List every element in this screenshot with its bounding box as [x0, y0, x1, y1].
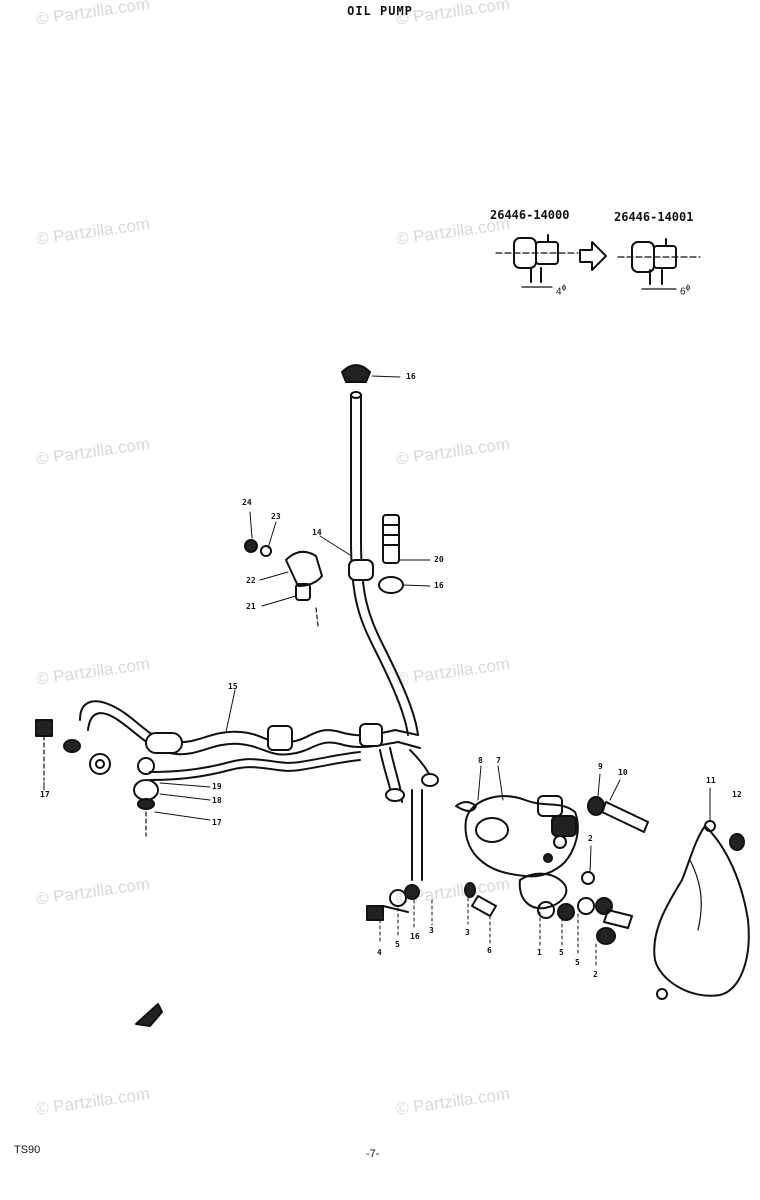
model-label: TS90 — [14, 1144, 41, 1156]
callout-16: 16 — [406, 372, 416, 381]
callout-16: 16 — [410, 932, 420, 941]
callout-2: 2 — [588, 834, 593, 843]
callout-12: 12 — [732, 790, 742, 799]
oil-line-vertical — [348, 391, 419, 736]
new-part-number: 26446-14001 — [614, 210, 694, 224]
callout-14: 14 — [312, 528, 322, 537]
callout-17: 17 — [40, 790, 50, 799]
callout-4: 4 — [377, 948, 382, 957]
callout-11: 11 — [706, 776, 716, 785]
callout-1: 1 — [537, 948, 542, 957]
callout-2: 2 — [593, 970, 598, 979]
callout-5: 5 — [559, 948, 564, 957]
callout-5: 5 — [575, 958, 580, 967]
arrow-icon — [579, 241, 607, 271]
new-part-dimension: 6ϕ — [680, 282, 691, 298]
pump-bolt — [587, 796, 649, 833]
callout-10: 10 — [618, 768, 628, 777]
page-number: -7- — [366, 1148, 380, 1160]
callout-15: 15 — [228, 682, 238, 691]
callout-3: 3 — [465, 928, 470, 937]
callout-22: 22 — [246, 576, 256, 585]
old-part-dimension: 4ϕ — [556, 282, 567, 298]
leader-lines — [43, 375, 711, 967]
callout-5: 5 — [395, 940, 400, 949]
front-direction-arrow-icon — [135, 1003, 163, 1027]
callout-3: 3 — [429, 926, 434, 935]
callout-24: 24 — [242, 498, 252, 507]
banjo-bolt — [378, 514, 404, 594]
callout-9: 9 — [598, 762, 603, 771]
new-banjo-fitting-illustration — [617, 238, 701, 290]
callout-8: 8 — [478, 756, 483, 765]
oil-pump-body — [464, 795, 579, 910]
callout-21: 21 — [246, 602, 256, 611]
page-title: OIL PUMP — [347, 4, 413, 18]
bottom-screws-and-washers — [366, 871, 633, 945]
pump-cover — [653, 820, 750, 1000]
callout-6: 6 — [487, 946, 492, 955]
callout-23: 23 — [271, 512, 281, 521]
pump-gasket — [455, 801, 477, 812]
old-banjo-fitting-illustration — [495, 234, 579, 288]
callout-7: 7 — [496, 756, 501, 765]
left-banjo-bolt-assembly — [35, 719, 159, 837]
check-valve — [244, 539, 323, 627]
callout-17: 17 — [212, 818, 222, 827]
callout-19: 19 — [212, 782, 222, 791]
old-part-number: 26446-14000 — [490, 208, 570, 222]
fitting-cap-top — [341, 364, 371, 383]
cover-screw — [729, 833, 745, 851]
callout-20: 20 — [434, 555, 444, 564]
oil-line-horizontal — [79, 700, 439, 881]
callout-18: 18 — [212, 796, 222, 805]
callout-16: 16 — [434, 581, 444, 590]
